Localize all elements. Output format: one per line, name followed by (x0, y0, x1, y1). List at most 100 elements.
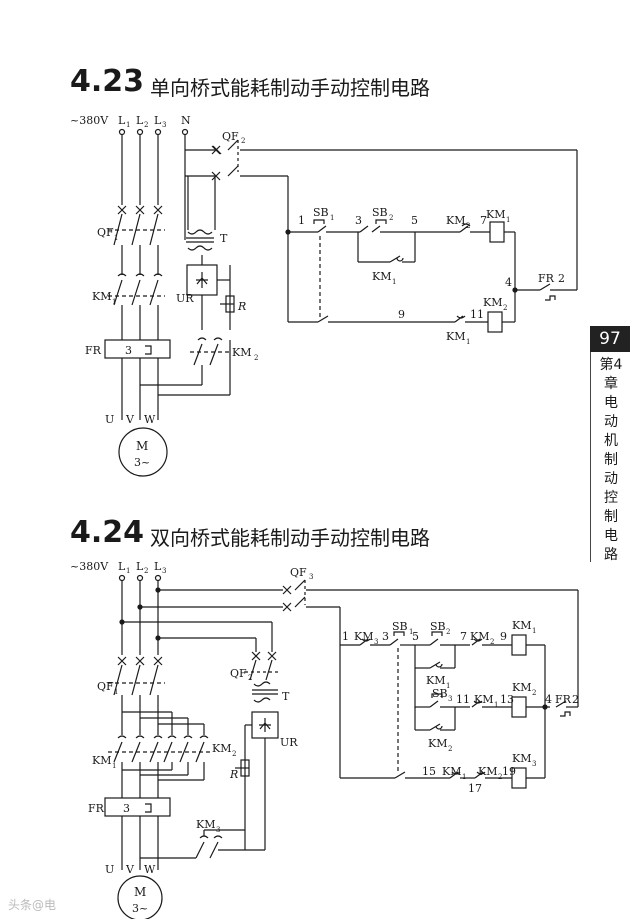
d2-node-11: 11 (456, 693, 470, 706)
d2-km2-contact2-label: KM (478, 765, 497, 778)
d1-node-2: 2 (558, 272, 565, 285)
svg-text:2: 2 (532, 689, 536, 697)
d2-km2-coil (511, 696, 527, 718)
d1-fr-label: FR (85, 344, 102, 357)
svg-text:2: 2 (144, 121, 148, 129)
svg-text:2: 2 (241, 137, 245, 145)
svg-text:1: 1 (462, 773, 466, 781)
d2-motor (117, 875, 163, 919)
d2-u1-label: U (105, 863, 114, 876)
d2-node-7: 7 (460, 630, 467, 643)
d2-km2-coil-label: KM (512, 681, 531, 694)
svg-text:2: 2 (466, 222, 470, 230)
d2-L1-label: L (118, 560, 126, 573)
d1-node-9: 9 (398, 308, 405, 321)
d2-qf1-label: QF (97, 680, 114, 693)
svg-text:2: 2 (389, 214, 393, 222)
svg-text:3: 3 (374, 638, 378, 646)
d1-L1-label: L (118, 114, 126, 127)
d1-node-1: 1 (298, 214, 305, 227)
d2-node-1: 1 (342, 630, 349, 643)
d1-km2-coil-label: KM (483, 296, 502, 309)
svg-text:2: 2 (254, 354, 258, 362)
d1-fr-contact-label: FR (538, 272, 555, 285)
d2-r-label: R (229, 768, 238, 781)
d2-node-3: 3 (382, 630, 389, 643)
d1-km1-label: KM (92, 290, 111, 303)
svg-text:1: 1 (114, 688, 118, 696)
svg-text:1: 1 (506, 216, 510, 224)
d2-ur-label: UR (280, 736, 298, 749)
d1-motor (118, 427, 168, 477)
svg-text:1: 1 (126, 567, 130, 575)
d1-node-3: 3 (355, 214, 362, 227)
svg-text:1: 1 (112, 298, 116, 306)
d2-km2-hold-label: KM (428, 737, 447, 750)
d2-km1-contact2-label: KM (442, 765, 461, 778)
d2-sb2-label: SB (430, 620, 446, 633)
d1-N-label: N (181, 114, 191, 127)
section2-title: 双向桥式能耗制动手动控制电路 (150, 526, 430, 550)
svg-text:1: 1 (126, 121, 130, 129)
d1-km2-contact-label: KM (446, 214, 465, 227)
d2-motor-3: 3~ (132, 902, 148, 915)
d1-v1-label: V (125, 413, 135, 426)
d1-node-11: 11 (470, 308, 484, 321)
d2-v1-label: V (125, 863, 135, 876)
section1-title: 单向桥式能耗制动手动控制电路 (150, 76, 430, 100)
svg-text:1: 1 (494, 701, 498, 709)
d2-reversing-contacts (108, 711, 212, 798)
section1-number: 4.23 (70, 64, 145, 99)
d2-sb1-label: SB (392, 620, 408, 633)
d1-u1-label: U (105, 413, 114, 426)
d2-km3-label: KM (196, 818, 215, 831)
d1-ur-label: UR (176, 292, 194, 305)
svg-text:1: 1 (114, 234, 118, 242)
svg-text:2: 2 (503, 304, 507, 312)
d2-voltage-label: ~380V (70, 560, 109, 573)
svg-text:3: 3 (448, 695, 452, 703)
svg-text:1: 1 (466, 338, 470, 346)
svg-text:3: 3 (162, 567, 166, 575)
svg-text:2: 2 (446, 628, 450, 636)
d1-voltage-label: ~380V (70, 114, 109, 127)
d2-node-19: 19 (502, 765, 516, 778)
svg-text:1: 1 (112, 762, 116, 770)
section2-number: 4.24 (70, 515, 145, 550)
d1-qf1-label: QF (97, 226, 114, 239)
d2-fr-value: 3 (123, 802, 130, 815)
d1-t-label: T (220, 232, 228, 245)
d1-km1-contact-label: KM (446, 330, 465, 343)
d2-node-13: 13 (500, 693, 514, 706)
svg-text:2: 2 (490, 638, 494, 646)
d1-qf1-breaker (108, 205, 165, 275)
d2-L3-label: L (154, 560, 162, 573)
d1-node-5: 5 (411, 214, 418, 227)
d1-motor-m: M (136, 439, 148, 453)
d1-sb1-label: SB (313, 206, 329, 219)
d1-node-7: 7 (480, 214, 487, 227)
svg-text:3: 3 (532, 760, 536, 768)
d1-qf2-label: QF (222, 130, 239, 143)
svg-text:3: 3 (162, 121, 166, 129)
d2-km1-label: KM (92, 754, 111, 767)
d1-km1-hold-label: KM (372, 270, 391, 283)
d2-fr-box (104, 797, 171, 817)
d2-km1-hold-label: KM (426, 674, 445, 687)
d1-fr-value: 3 (125, 344, 132, 357)
d2-node-15: 15 (422, 765, 436, 778)
d1-L3-label: L (154, 114, 162, 127)
d1-motor-3: 3~ (134, 456, 150, 469)
chapter-side-text: 第4章 电动机制动控制电路 (599, 357, 623, 563)
svg-text:1: 1 (392, 278, 396, 286)
svg-text:1: 1 (446, 682, 450, 690)
page-number-tab: 97 (590, 326, 630, 352)
d2-km3-coil-label: KM (512, 752, 531, 765)
d2-node-4: 4 (545, 693, 552, 706)
d2-node-9: 9 (500, 630, 507, 643)
d2-km2-label: KM (212, 742, 231, 755)
svg-text:2: 2 (144, 567, 148, 575)
svg-text:2: 2 (448, 745, 452, 753)
